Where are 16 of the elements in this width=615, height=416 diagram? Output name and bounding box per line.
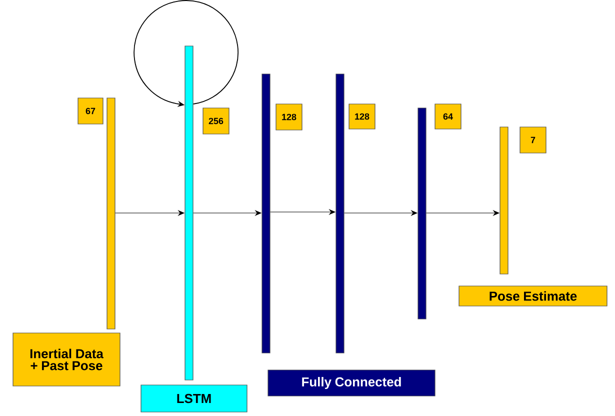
layer-bar: [500, 126, 508, 274]
layer-bar: [418, 108, 426, 320]
layer-bar: [262, 74, 270, 354]
layer-bar: [106, 98, 116, 330]
layer-bar: [184, 46, 194, 380]
size-box: 128: [276, 104, 302, 130]
size-box: 7: [520, 126, 546, 154]
size-box: 256: [202, 108, 230, 134]
layer-bar: [336, 74, 344, 354]
layer-name-box: Pose Estimate: [458, 286, 608, 306]
layer-name-box: Inertial Data + Past Pose: [12, 332, 120, 386]
layer-name-box: LSTM: [140, 384, 248, 412]
layer-name-box: Fully Connected: [268, 370, 436, 396]
size-box: 67: [78, 98, 104, 124]
size-box: 128: [348, 104, 376, 130]
size-box: 64: [434, 104, 462, 130]
